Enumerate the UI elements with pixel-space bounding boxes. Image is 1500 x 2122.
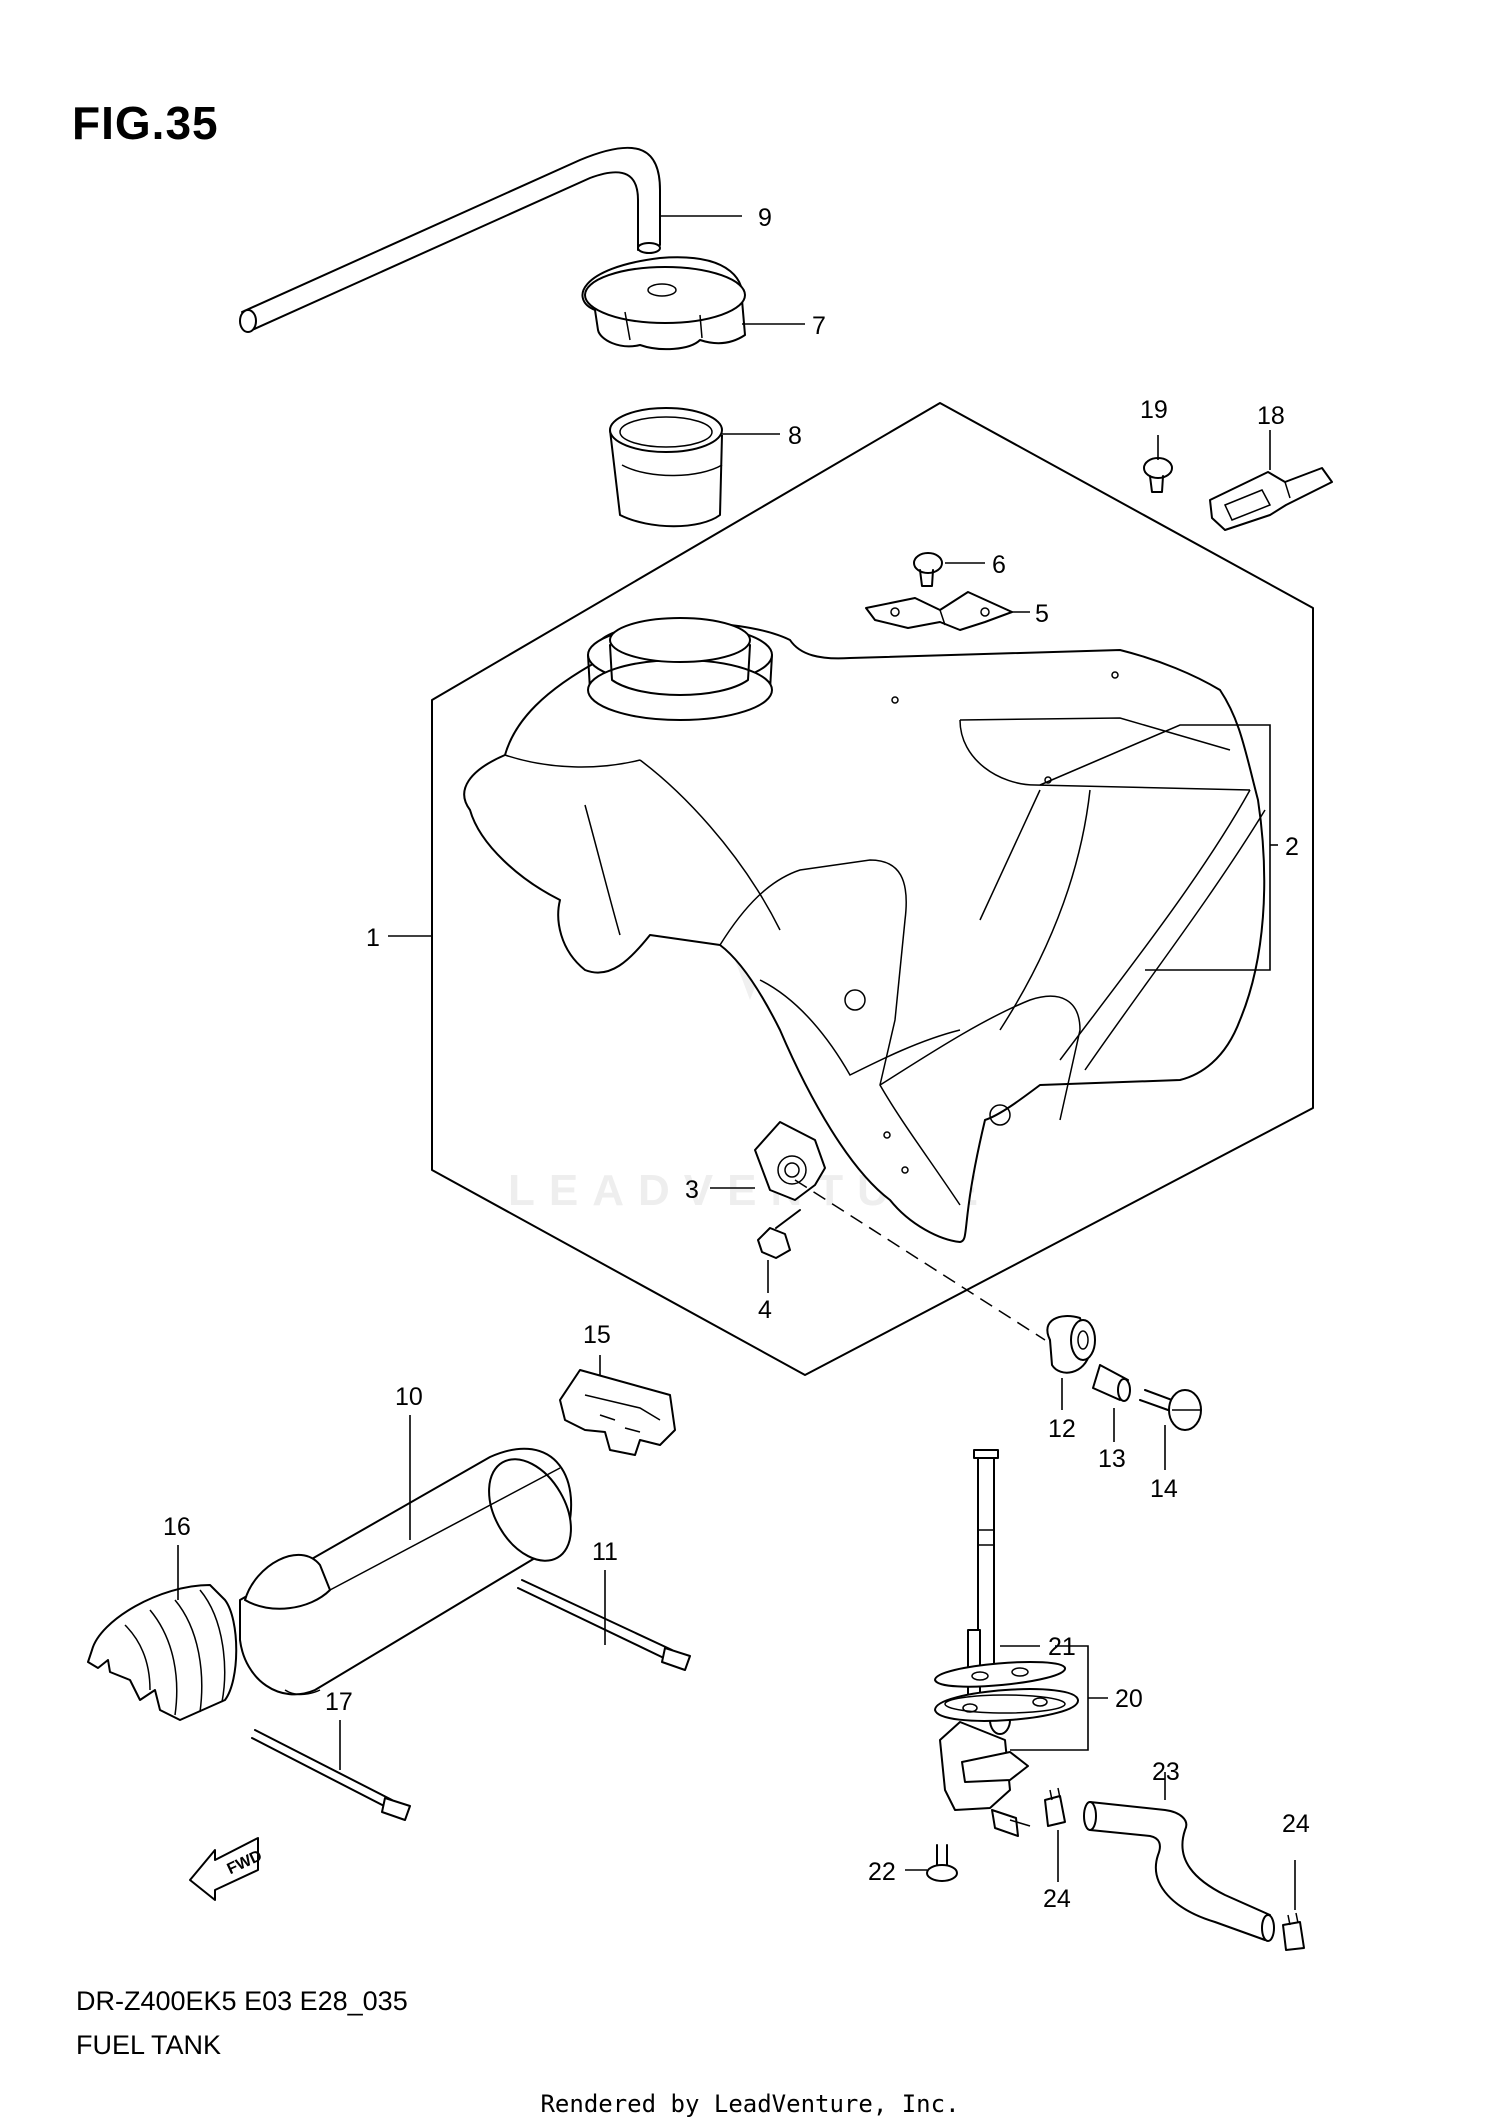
fuel-cap-part-7[interactable] [581, 256, 746, 351]
forward-direction-arrow: FWD [189, 1837, 265, 1901]
callout-14: 14 [1150, 1475, 1178, 1503]
callout-23: 23 [1152, 1758, 1180, 1786]
fuel-hose-part-23[interactable] [1083, 1801, 1275, 1942]
callout-21: 21 [1048, 1633, 1076, 1661]
callout-24a: 24 [1282, 1810, 1310, 1838]
damper-part-16[interactable] [87, 1584, 238, 1721]
callout-1: 1 [366, 924, 380, 952]
valve-gasket-part-21[interactable] [934, 1661, 1080, 1722]
callout-20: 20 [1115, 1685, 1143, 1713]
bracket-part-5[interactable] [865, 591, 1013, 631]
figure-title: FIG.35 [72, 97, 219, 149]
diagram-name: FUEL TANK [76, 2030, 222, 2060]
callout-6: 6 [992, 551, 1006, 579]
mount-bracket-part-3[interactable] [754, 1121, 826, 1201]
callout-5: 5 [1035, 600, 1049, 628]
callout-2: 2 [1285, 833, 1299, 861]
callout-15: 15 [583, 1321, 611, 1349]
callout-12: 12 [1048, 1415, 1076, 1443]
screw-part-6[interactable] [913, 552, 943, 587]
render-credit: Rendered by LeadVenture, Inc. [540, 2090, 960, 2118]
heat-protector-part-10[interactable] [239, 1445, 588, 1696]
callout-16: 16 [163, 1513, 191, 1541]
callout-11: 11 [592, 1538, 618, 1566]
callout-8: 8 [788, 422, 802, 450]
fuel-tank-part-1[interactable] [463, 617, 1266, 1243]
screw-part-19[interactable] [1143, 457, 1173, 493]
callout-13: 13 [1098, 1445, 1126, 1473]
rubber-strap-part-18[interactable] [1209, 467, 1333, 531]
fuel-valve-part-20[interactable] [939, 1449, 1031, 1837]
mount-axis-line [794, 1179, 1046, 1341]
tank-assembly-outline [431, 402, 1314, 1376]
cable-tie-part-17[interactable] [251, 1729, 411, 1821]
bolt-part-4[interactable] [757, 1209, 801, 1259]
diagram-code: DR-Z400EK5 E03 E28_035 [76, 1986, 408, 2016]
callout-10: 10 [395, 1383, 423, 1411]
callout-17: 17 [325, 1688, 353, 1716]
callout-24b: 24 [1043, 1885, 1071, 1913]
screw-part-22[interactable] [926, 1844, 958, 1882]
callout-3: 3 [685, 1176, 699, 1204]
callout-9: 9 [758, 204, 772, 232]
callout-4: 4 [758, 1296, 772, 1324]
callout-19: 19 [1140, 396, 1168, 424]
callout-7: 7 [812, 312, 826, 340]
callout-22: 22 [868, 1858, 896, 1886]
cable-tie-part-11[interactable] [517, 1579, 691, 1671]
callout-18: 18 [1257, 402, 1285, 430]
callout-numbers: 9 7 8 19 18 6 5 1 2 3 4 15 10 11 16 17 1… [163, 204, 1310, 1913]
collar-part-13[interactable] [1092, 1364, 1131, 1402]
breather-hose-part-9[interactable] [239, 146, 661, 333]
grommet-part-12[interactable] [1046, 1315, 1096, 1374]
hose-clip-part-24-b[interactable] [1282, 1912, 1305, 1951]
bolt-part-14[interactable] [1139, 1389, 1202, 1431]
callout-leaders [177, 215, 1296, 1910]
hose-clip-part-24-a[interactable] [1044, 1787, 1066, 1827]
filler-sleeve-part-8[interactable] [609, 407, 723, 528]
clamp-part-15[interactable] [559, 1369, 676, 1456]
